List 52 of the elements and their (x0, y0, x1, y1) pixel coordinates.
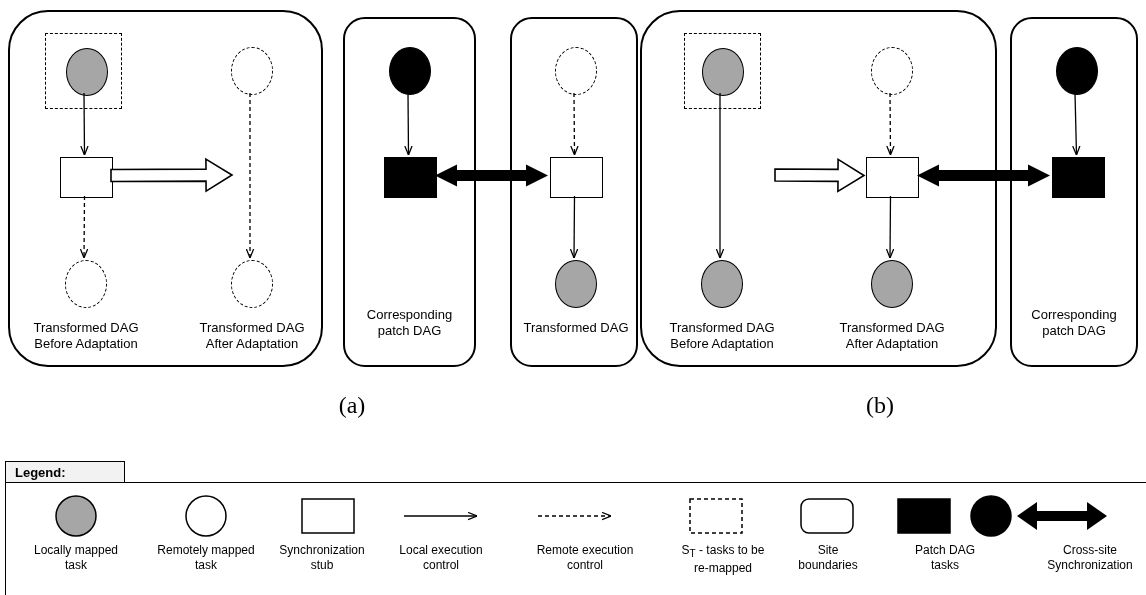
arrow (569, 195, 579, 259)
legend-label: Patch DAG tasks (914, 543, 976, 573)
node-label: Transformed DAG Before Adaptation (32, 320, 140, 352)
panel-label: (b) (865, 392, 895, 419)
panel-label: (a) (337, 392, 367, 419)
site-boundary (510, 17, 638, 367)
patch-task-circle (1056, 47, 1098, 95)
local-task-circle (702, 48, 744, 96)
remap-selection-box (45, 33, 122, 109)
legend-label: Synchronization stub (278, 543, 366, 573)
node-label: Corresponding patch DAG (365, 307, 454, 339)
node-label: Corresponding patch DAG (1030, 307, 1118, 339)
legend-label: Locally mapped task (32, 543, 120, 573)
arrow (885, 195, 895, 259)
node-label: Transformed DAG After Adaptation (838, 320, 946, 352)
arrow (715, 92, 725, 259)
site-boundary (1010, 17, 1138, 367)
node-label: Transformed DAG After Adaptation (198, 320, 306, 352)
legend-label: Remote execution control (535, 543, 635, 573)
remap-selection-box (684, 33, 761, 109)
local-task-circle (66, 48, 108, 96)
legend-label: Remotely mapped task (156, 543, 256, 573)
synchronization-stub-square (60, 157, 113, 198)
arrow (80, 92, 89, 156)
site-boundary (8, 10, 323, 367)
legend-title: Legend: (5, 461, 125, 482)
patch-task-square (1052, 157, 1105, 198)
arrow (1072, 92, 1081, 156)
dashed-arrow (570, 92, 579, 156)
dashed-arrow (886, 92, 895, 156)
local-task-circle (701, 260, 743, 308)
arrow (404, 92, 413, 156)
patch-task-square (384, 157, 437, 198)
synchronization-stub-square (866, 157, 919, 198)
node-label: Transformed DAG (522, 320, 630, 336)
dashed-arrow (79, 195, 89, 259)
local-task-circle (555, 260, 597, 308)
site-boundary (640, 10, 997, 367)
double-arrow (917, 164, 1050, 187)
synchronization-stub-square (550, 157, 603, 198)
local-task-circle (871, 260, 913, 308)
double-arrow (435, 164, 548, 187)
hollow-arrow (110, 157, 234, 193)
patch-task-circle (389, 47, 431, 95)
node-label: Transformed DAG Before Adaptation (668, 320, 776, 352)
legend-label: Local execution control (398, 543, 484, 573)
hollow-arrow (774, 157, 866, 193)
legend-label: S$_{T}$ - tasks to be re-mapped (680, 543, 766, 577)
legend-label: Cross-site Synchronization (1046, 543, 1134, 573)
dashed-arrow (245, 92, 255, 259)
site-boundary (343, 17, 476, 367)
legend-label: Site boundaries (797, 543, 859, 573)
